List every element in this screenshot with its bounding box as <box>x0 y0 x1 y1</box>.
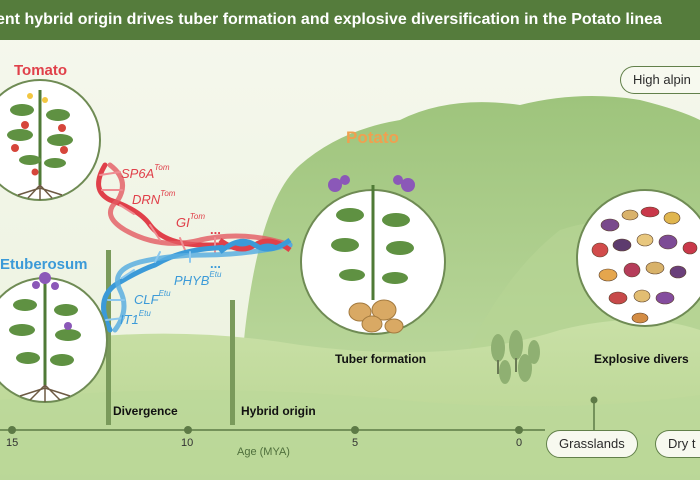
divergence-marker <box>106 250 111 425</box>
gene-origin: Tom <box>189 212 205 221</box>
divergence-label: Divergence <box>113 404 178 418</box>
gene-gi: GITom <box>176 212 205 230</box>
potato-plant-circle <box>300 175 446 335</box>
tomato-label: Tomato <box>14 62 68 79</box>
tick-label-15: 15 <box>6 437 19 449</box>
etuberosum-plant-circle <box>0 272 108 403</box>
gene-name: IT1 <box>120 312 139 327</box>
tick-15 <box>8 426 16 434</box>
gene-name: CLF <box>134 292 159 307</box>
foreground-hill <box>0 390 700 480</box>
etuberosum-helix <box>101 242 293 333</box>
tick-label-10: 10 <box>181 437 194 449</box>
gene-name: PHYB <box>174 273 210 288</box>
tick-5 <box>351 426 359 434</box>
gene-origin: Etu <box>209 270 222 279</box>
tick-label-0: 0 <box>516 437 523 449</box>
gene-sp6a: SP6ATom <box>121 163 170 181</box>
tick-label-5: 5 <box>352 437 359 449</box>
tick-0 <box>515 426 523 434</box>
etuberosum-label: Etuberosum <box>0 256 88 273</box>
gene-origin: Tom <box>154 163 170 172</box>
tick-10 <box>184 426 192 434</box>
explosive-diversification-label: Explosive divers <box>594 352 689 366</box>
etuberosum-ellipsis: ... <box>210 256 221 271</box>
tuber-formation-label: Tuber formation <box>335 352 427 366</box>
gene-name: DRN <box>132 192 161 207</box>
habitat-dry: Dry t <box>655 430 700 458</box>
tomato-plant-circle <box>0 79 101 201</box>
hybrid-origin-marker <box>230 300 235 425</box>
grasslands-marker <box>590 396 598 404</box>
axis-title: Age (MYA) <box>237 446 290 458</box>
gene-origin: Etu <box>138 309 151 318</box>
page-title: ent hybrid origin drives tuber formation… <box>0 0 700 40</box>
gene-name: GI <box>176 215 190 230</box>
hybrid-helix <box>218 237 292 254</box>
gene-origin: Tom <box>160 189 176 198</box>
gene-clf: CLFEtu <box>134 289 171 307</box>
tree-cluster <box>491 330 540 384</box>
gene-phyb: PHYBEtu <box>174 270 222 288</box>
gene-name: SP6A <box>121 166 155 181</box>
potato-label: Potato <box>346 128 399 147</box>
potato-diversity-circle <box>576 189 700 327</box>
tomato-ellipsis: ... <box>210 222 221 237</box>
gene-drn: DRNTom <box>132 189 176 207</box>
hybrid-origin-label: Hybrid origin <box>241 404 316 418</box>
habitat-high-alpine: High alpin <box>620 66 700 94</box>
habitat-grasslands: Grasslands <box>546 430 638 458</box>
gene-it1: IT1Etu <box>120 309 151 327</box>
gene-origin: Etu <box>158 289 171 298</box>
